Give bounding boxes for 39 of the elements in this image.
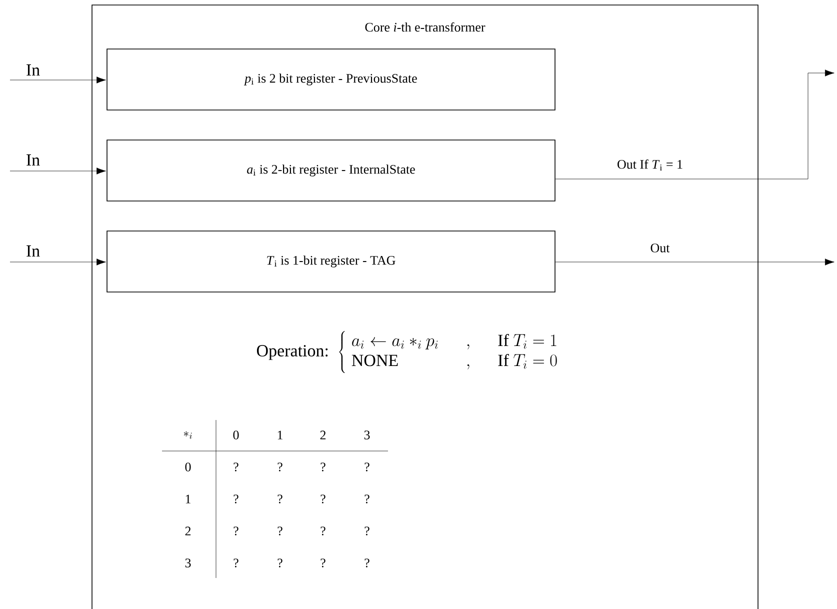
register-box: T$_{i}$ is 1-bit register - TAG <box>106 230 556 292</box>
table-cell: ? <box>278 494 282 504</box>
table-cell: 2 <box>320 430 326 440</box>
table-cell: ? <box>364 462 370 472</box>
arrow <box>555 70 834 180</box>
table-cell: ? <box>278 462 282 472</box>
table-cell: ? <box>364 526 370 536</box>
table-cell: ? <box>364 494 370 504</box>
table-cell: 0 <box>233 430 239 440</box>
edge-label: In <box>24 63 42 77</box>
register-box: a$_{i}$ is 2-bit register - InternalState <box>106 140 556 202</box>
table-cell: $*_i$ <box>184 431 192 439</box>
arrow <box>10 76 106 84</box>
arrow <box>10 258 106 266</box>
table-cell: ? <box>234 462 238 472</box>
table-cell: ? <box>278 558 282 568</box>
edge-label: In <box>24 153 42 167</box>
operation-formula: $\mbox{Operation: }\left\{\begin{array}{lcl} a_i \leftarrow a_i *_i p_i & \quad,\quad & \mbox{If } T_i = 1\\ \mbox{NONE} & \quad,\quad & \mbox{If } T_i = 0\end{array}\right.$ <box>256 331 557 373</box>
register-box: p$_{i}$ is 2 bit register - PreviousState <box>106 48 556 110</box>
table-cell: ? <box>234 494 238 504</box>
table-cell: ? <box>320 494 326 504</box>
table-cell: 3 <box>185 558 191 568</box>
edge-label: In <box>24 244 42 258</box>
table-cell: ? <box>320 558 326 568</box>
table-cell: 2 <box>185 526 191 536</box>
table-cell: ? <box>234 558 238 568</box>
edge-label: Out <box>649 242 671 254</box>
table-cell: ? <box>320 462 326 472</box>
table-cell: ? <box>278 526 282 536</box>
arrow <box>10 168 106 174</box>
edge-label: Out If T$_{i}$ = 1 <box>616 158 684 172</box>
table-cell: 0 <box>185 462 191 472</box>
table-cell: ? <box>364 558 370 568</box>
table-cell: 3 <box>364 430 370 440</box>
table-cell: ? <box>320 526 326 536</box>
table-cell: 1 <box>186 494 190 504</box>
table-cell: 1 <box>278 430 282 440</box>
table-cell: ? <box>234 526 238 536</box>
arrow <box>555 258 834 266</box>
